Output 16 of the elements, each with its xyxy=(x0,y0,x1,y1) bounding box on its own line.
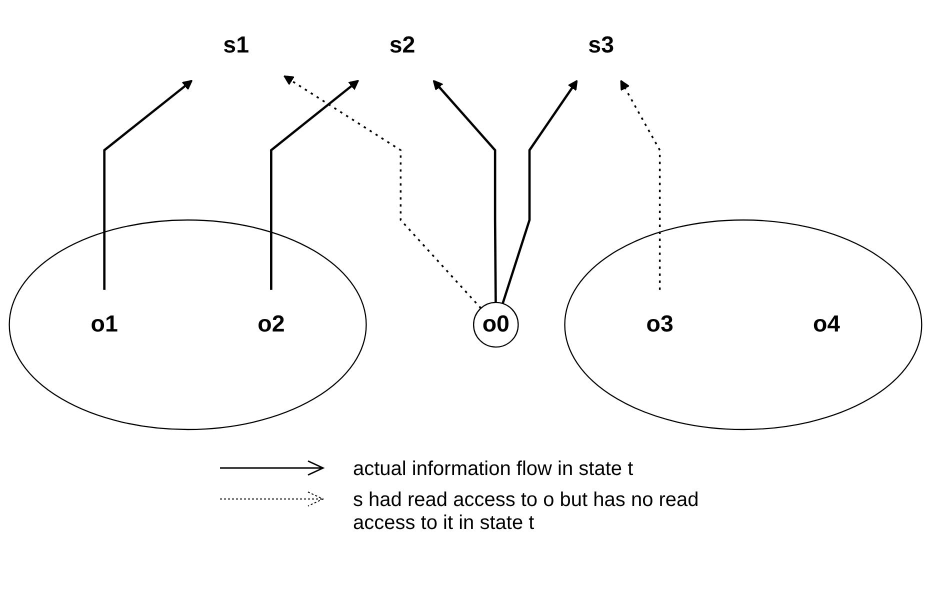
node-label: o2 xyxy=(258,312,285,338)
dotted-arrow xyxy=(284,75,482,309)
arrow xyxy=(270,80,360,290)
node-label: s3 xyxy=(588,32,614,58)
node-label: s2 xyxy=(389,32,416,58)
node-label: o3 xyxy=(646,312,674,338)
circle-node: o0 xyxy=(473,302,519,348)
node-label: o1 xyxy=(90,312,118,338)
legend-text: s had read access to o but has no read access to it in state t xyxy=(353,489,700,535)
arrow xyxy=(103,80,193,290)
node-label: s1 xyxy=(223,32,250,58)
arrow xyxy=(432,80,497,302)
legend-text: actual information flow in state t xyxy=(353,458,634,481)
arrow xyxy=(502,80,578,304)
dotted-arrow xyxy=(620,80,661,290)
node-label: o4 xyxy=(813,312,840,338)
